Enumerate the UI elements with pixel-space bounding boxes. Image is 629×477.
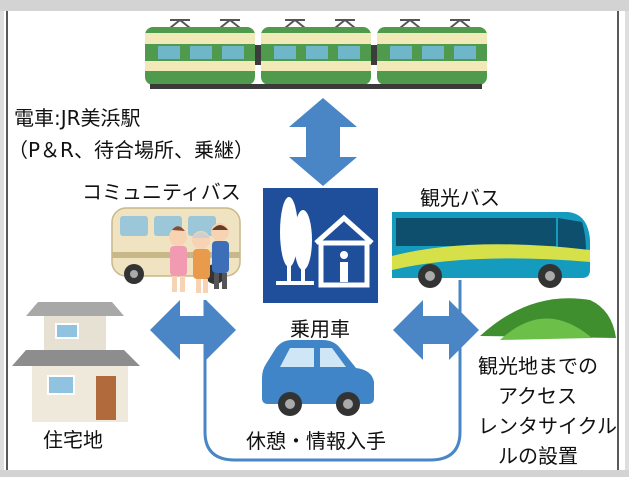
left-arrow (150, 300, 236, 360)
residential-area-label: 住宅地 (43, 428, 103, 452)
tour-bus-label: 観光バス (420, 186, 500, 210)
car-illustration (262, 340, 374, 416)
people-illustration (169, 223, 229, 293)
station-sign-icon (263, 188, 378, 303)
top-frame-bar (0, 0, 629, 11)
rental-cycle-label-line4: ルの設置 (498, 444, 578, 468)
train-facilities-label: （P＆R、待合場所、乗継） (8, 138, 254, 162)
road-loop (203, 280, 462, 462)
rental-cycle-label-line2: アクセス (498, 384, 577, 408)
car-label: 乗用車 (290, 317, 350, 341)
mountains-illustration (480, 298, 616, 340)
rest-info-label: 休憩・情報入手 (246, 429, 386, 453)
right-frame-bar (625, 11, 629, 470)
right-arrow (393, 300, 479, 360)
community-bus-label: コミュニティバス (82, 180, 241, 204)
rental-cycle-label-line1: 観光地までの (478, 354, 598, 378)
train-station-label: 電車:JR美浜駅 (14, 106, 141, 130)
rental-cycle-label-line3: レンタサイクル (478, 414, 617, 438)
bottom-frame-bar (0, 470, 629, 477)
left-frame-bar (0, 11, 4, 470)
train-arrow (289, 98, 357, 186)
tour-bus-illustration (392, 212, 590, 288)
house-illustration (12, 302, 140, 422)
train-illustration (145, 18, 487, 89)
